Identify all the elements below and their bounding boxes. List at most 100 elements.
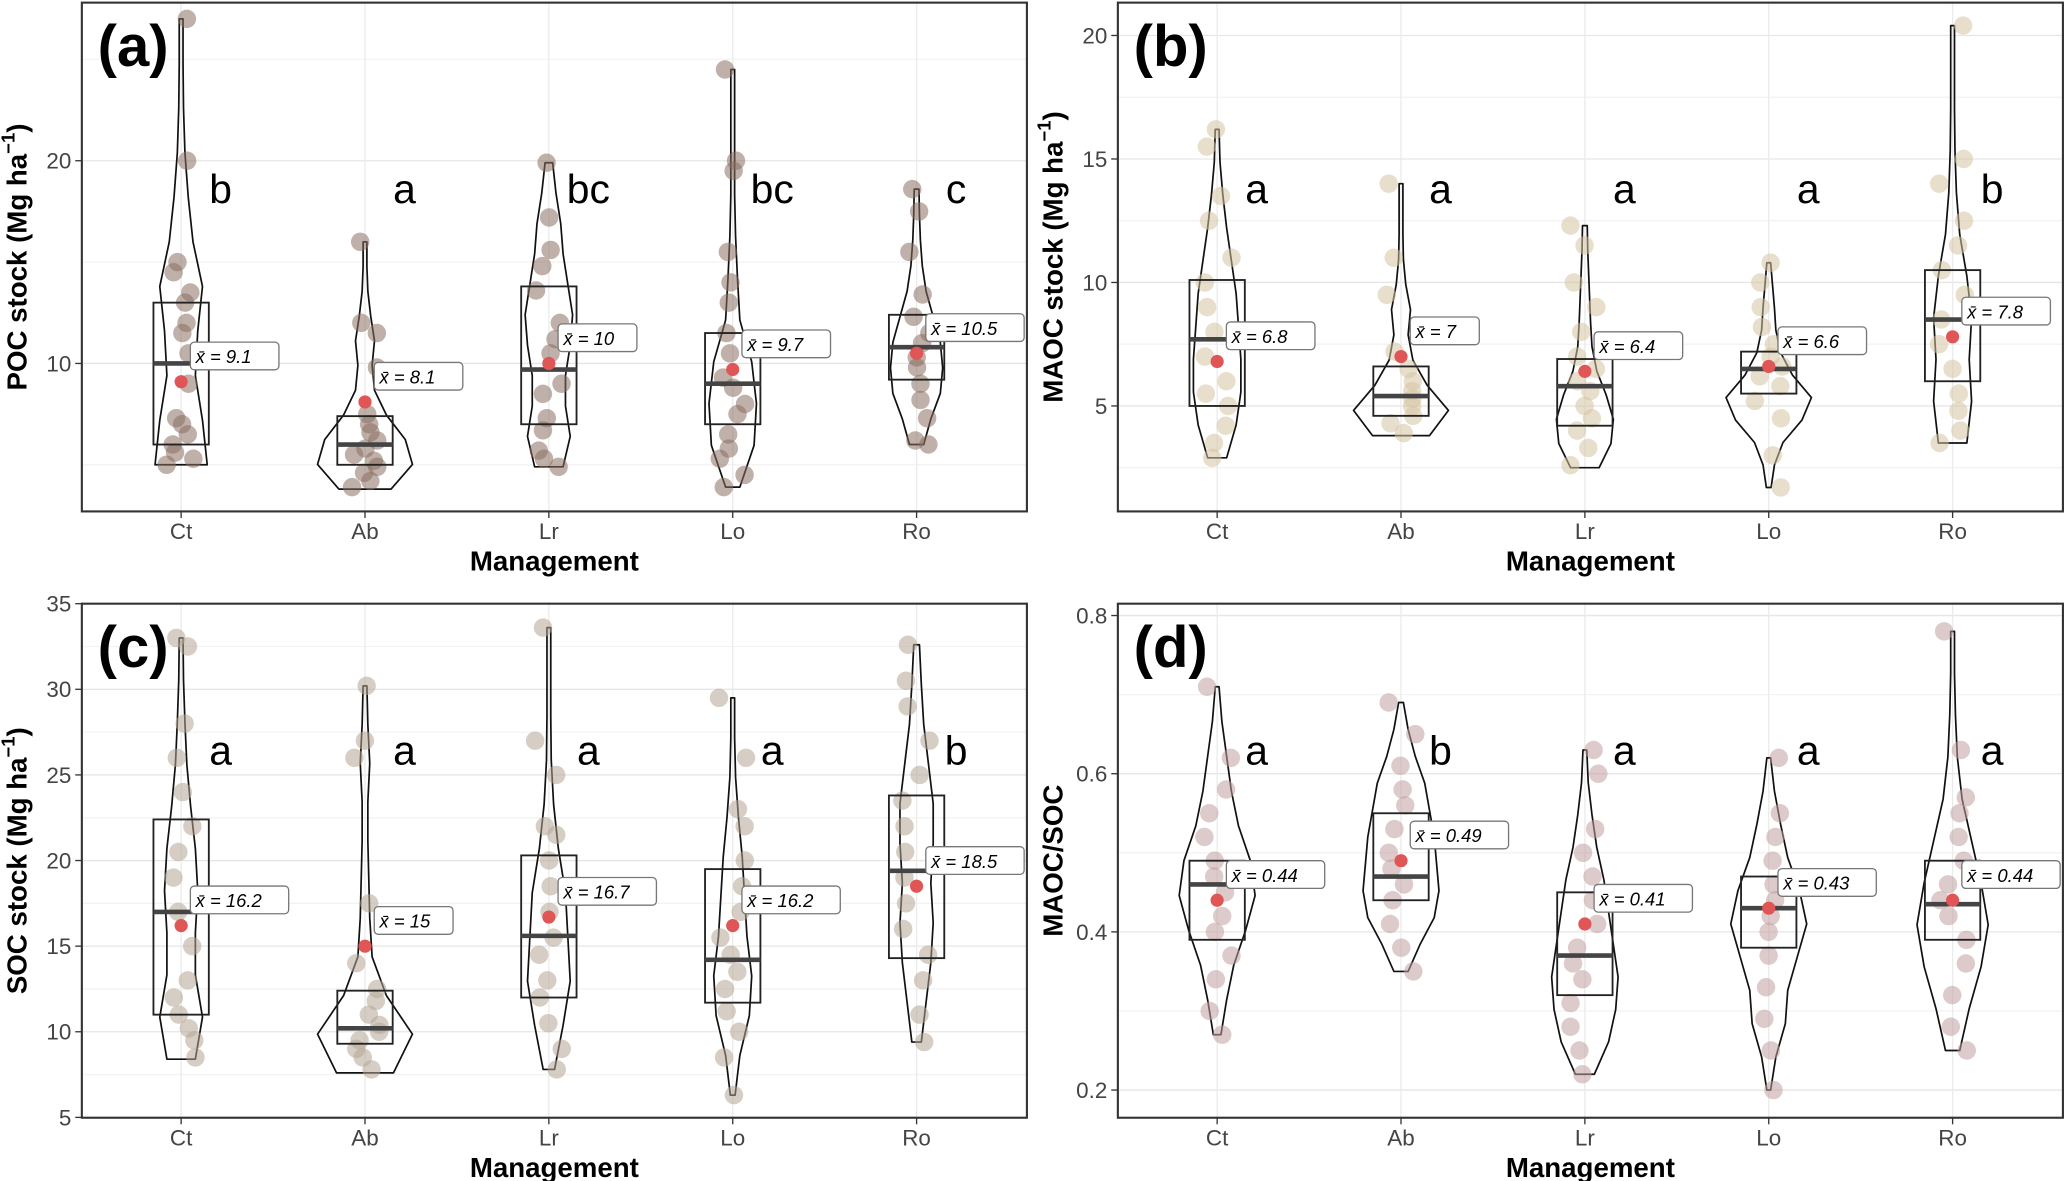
mean-label: x̄ = 16.2 <box>195 890 262 911</box>
group-Ro: x̄ = 10.5 <box>887 179 1025 454</box>
data-point <box>184 449 203 468</box>
group-Lr: x̄ = 10 <box>520 153 638 477</box>
mean-point <box>1578 364 1592 378</box>
panel-label: (c) <box>98 616 169 680</box>
data-point <box>735 817 754 836</box>
data-point <box>903 179 922 199</box>
significance-letter: b <box>1981 166 2004 212</box>
group-Lr: x̄ = 16.7 <box>520 618 658 1079</box>
box <box>520 285 578 426</box>
data-point <box>169 842 188 862</box>
group-Lo: x̄ = 16.2 <box>704 688 841 1105</box>
box <box>1372 812 1430 902</box>
data-point <box>186 1048 205 1067</box>
data-point <box>164 988 184 1007</box>
mean-point <box>726 919 740 933</box>
violin <box>712 697 753 1096</box>
data-point <box>735 851 754 870</box>
mean-label: x̄ = 6.4 <box>1598 336 1655 357</box>
data-point <box>1579 438 1598 458</box>
panel-frame <box>80 602 1028 1119</box>
y-tick-label: 30 <box>46 677 71 702</box>
data-point <box>1377 285 1397 305</box>
mean-label-box <box>557 876 658 906</box>
group-Lo: x̄ = 6.6 <box>1725 253 1868 497</box>
mean-label-box <box>741 885 841 915</box>
group-Lr: x̄ = 0.41 <box>1550 740 1694 1084</box>
group-Ab: x̄ = 15 <box>316 676 454 1079</box>
y-axis-title: SOC stock (Mg ha−1) <box>0 727 32 994</box>
data-point <box>896 842 915 862</box>
data-point <box>533 384 553 404</box>
data-point <box>711 928 730 947</box>
mean-label: x̄ = 9.7 <box>746 334 804 355</box>
data-point <box>1392 938 1411 957</box>
significance-letter: a <box>577 727 600 773</box>
mean-label: x̄ = 0.44 <box>1231 865 1298 886</box>
data-point <box>893 919 913 939</box>
y-tick-label: 25 <box>46 763 71 788</box>
data-point <box>1379 843 1399 863</box>
mean-label: x̄ = 7.8 <box>1966 301 2024 322</box>
data-point <box>1763 446 1782 465</box>
mean-label-box <box>1961 296 2052 326</box>
group-Ro: x̄ = 7.8 <box>1923 16 2052 453</box>
data-point <box>1573 1065 1592 1084</box>
data-point <box>1586 359 1606 379</box>
data-point <box>1756 978 1776 997</box>
x-axis-title: Management <box>470 1152 639 1181</box>
significance-letter: a <box>1981 727 2004 773</box>
data-point <box>526 281 546 300</box>
y-axis-title-end: ) <box>1 124 32 133</box>
data-point <box>1950 804 1969 823</box>
data-point <box>1956 788 1976 807</box>
significance-letter: bc <box>567 166 610 212</box>
data-point <box>913 971 933 990</box>
data-point <box>906 431 925 450</box>
x-tick-label: Ro <box>1938 519 1967 544</box>
data-point <box>1584 740 1603 760</box>
data-point <box>537 153 556 172</box>
data-point <box>1394 423 1413 443</box>
data-point <box>359 1005 379 1024</box>
data-point <box>1759 946 1778 965</box>
data-point <box>1954 211 1974 230</box>
x-tick-label: Lr <box>1575 519 1595 544</box>
data-point <box>1564 273 1584 292</box>
group-Ab: x̄ = 0.49 <box>1362 693 1510 981</box>
data-point <box>535 817 555 836</box>
significance-letter: a <box>1613 166 1636 212</box>
data-point <box>1953 16 1973 35</box>
data-point <box>898 635 918 655</box>
data-point <box>1761 253 1780 272</box>
data-point <box>1948 236 1968 255</box>
data-point <box>898 697 917 716</box>
mean-label-box <box>1961 860 2061 890</box>
mean-label: x̄ = 0.44 <box>1966 865 2033 886</box>
data-point <box>1404 962 1423 981</box>
mean-point <box>174 919 188 933</box>
data-point <box>910 765 929 785</box>
y-tick-label: 0.8 <box>1076 603 1107 628</box>
data-point <box>1575 396 1594 416</box>
mean-point <box>174 375 188 389</box>
panel-frame <box>1116 1 2064 513</box>
data-point <box>357 676 376 696</box>
data-point <box>729 1022 749 1041</box>
y-tick-label: 5 <box>59 1105 71 1130</box>
mean-point <box>726 362 740 377</box>
data-point <box>355 731 375 750</box>
data-point <box>529 945 549 964</box>
data-point <box>1204 867 1224 886</box>
data-point <box>359 894 379 913</box>
data-point <box>183 817 202 836</box>
x-tick-label: Ab <box>1387 519 1414 544</box>
data-point <box>547 1060 566 1079</box>
data-point <box>900 242 919 262</box>
y-axis-title: MAOC stock (Mg ha−1) <box>1034 111 1069 402</box>
data-point <box>911 390 930 410</box>
data-point <box>1573 843 1593 863</box>
box <box>1556 358 1614 427</box>
mean-point <box>1946 330 1960 344</box>
group-Ct: x̄ = 0.44 <box>1178 677 1326 1044</box>
